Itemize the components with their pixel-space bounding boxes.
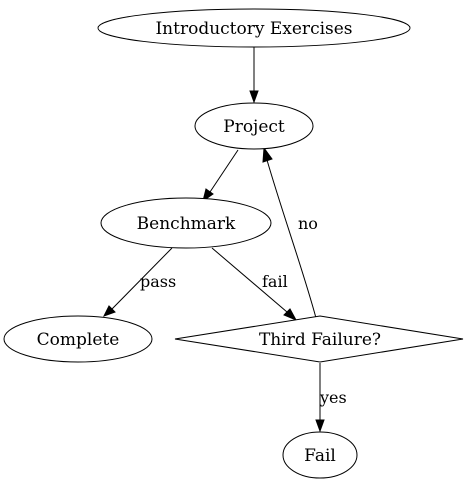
node-third-failure: Third Failure?: [174, 315, 464, 363]
edge-benchmark-to-third-failure: fail: [211, 247, 298, 322]
edge-label-pass: pass: [140, 272, 176, 291]
arrowhead-icon: [249, 90, 259, 104]
edge-line: [209, 149, 239, 193]
node-shape: [100, 197, 272, 249]
node-label: Introductory Exercises: [155, 19, 352, 39]
edge-line: [111, 247, 173, 310]
node-label: Fail: [304, 446, 336, 466]
edge-project-to-benchmark: [202, 149, 239, 203]
edge-benchmark-to-complete: pass: [102, 247, 176, 317]
edge-line: [211, 247, 288, 313]
edge-line: [266, 159, 317, 319]
arrowhead-icon: [262, 146, 273, 163]
edge-label-fail: fail: [262, 272, 288, 291]
node-shape: [194, 102, 314, 150]
node-shape: [97, 8, 411, 48]
node-label: Benchmark: [137, 214, 236, 234]
arrowhead-icon: [102, 305, 116, 317]
arrowhead-icon: [283, 308, 298, 322]
node-fail: Fail: [282, 431, 358, 479]
node-label: Project: [223, 117, 285, 137]
edge-third-failure-to-project: no: [262, 146, 318, 319]
node-label: Third Failure?: [259, 330, 381, 350]
edge-third-failure-to-fail: yes: [315, 363, 347, 433]
node-label: Complete: [37, 330, 120, 350]
node-project: Project: [194, 102, 314, 150]
node-shape: [174, 315, 464, 363]
node-introductory-exercises: Introductory Exercises: [97, 8, 411, 48]
edge-label-yes: yes: [319, 388, 347, 407]
node-shape: [3, 315, 153, 363]
arrowhead-icon: [315, 419, 325, 433]
node-complete: Complete: [3, 315, 153, 363]
node-benchmark: Benchmark: [100, 197, 272, 249]
node-shape: [282, 431, 358, 479]
edge-intro-to-project: [249, 47, 259, 104]
arrowhead-icon: [202, 188, 214, 203]
edge-label-no: no: [298, 214, 318, 233]
